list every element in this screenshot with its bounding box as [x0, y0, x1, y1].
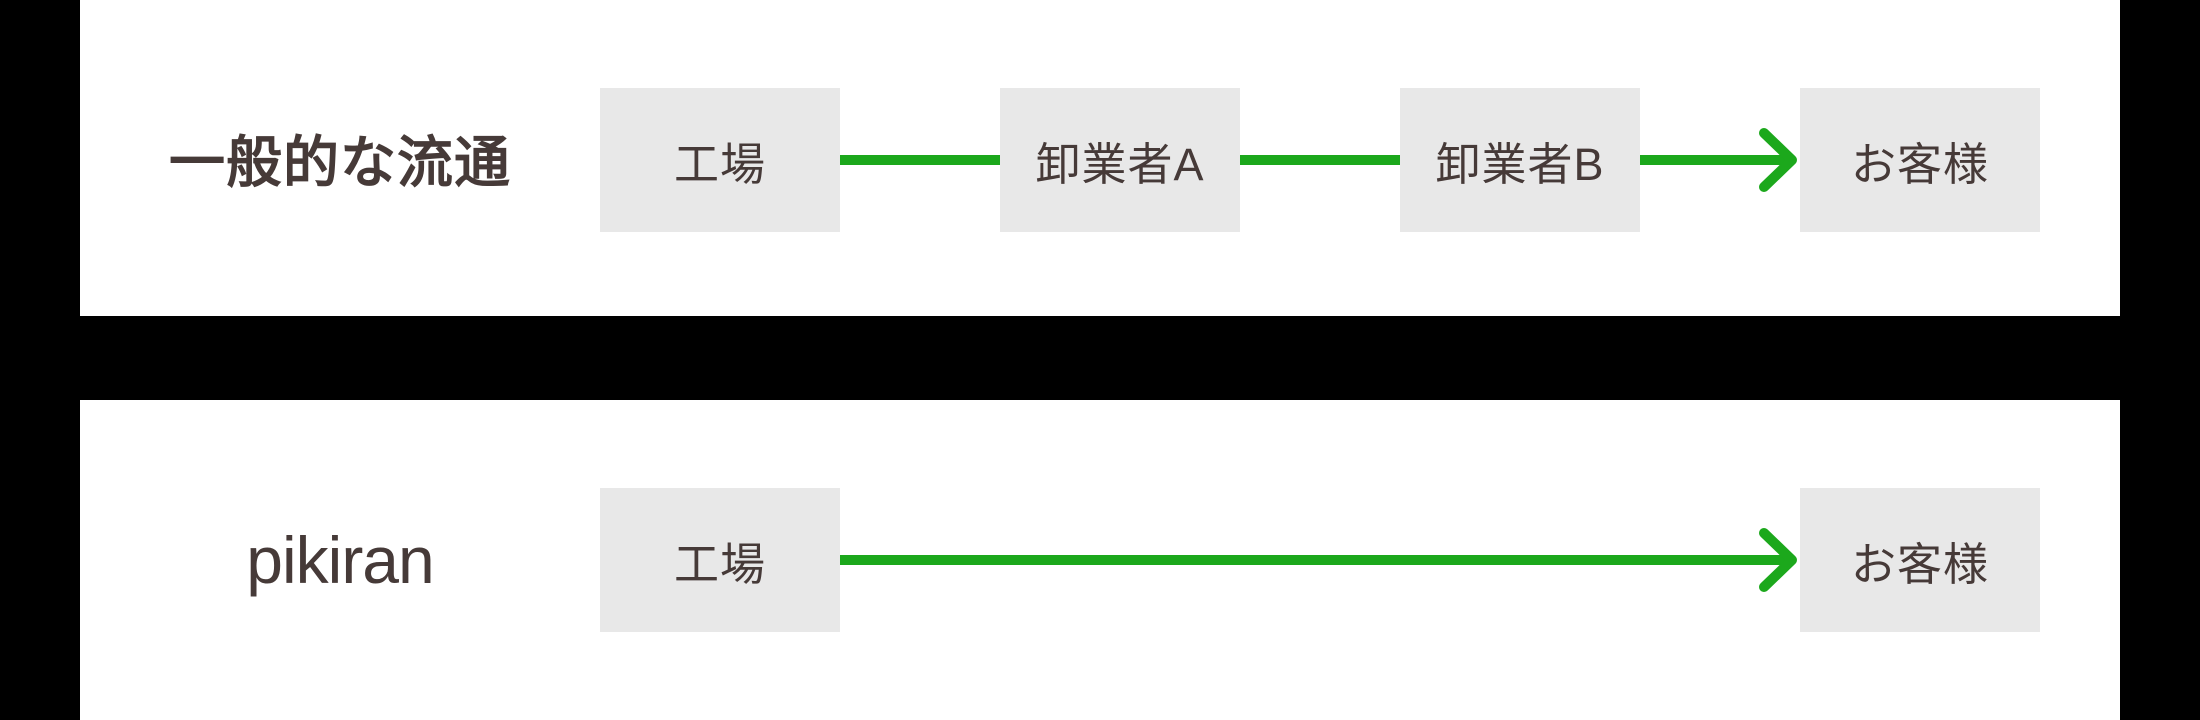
- divider-band: [0, 316, 2200, 400]
- row-label-pikiran: pikiran: [246, 523, 434, 597]
- connector-factory-to-customer: [840, 555, 1785, 565]
- node-customer-row1: お客様: [1800, 88, 2040, 232]
- node-factory-row2: 工場: [600, 488, 840, 632]
- arrow-head-icon: [1759, 128, 1797, 192]
- connector-wholesaler-b-to-customer: [1640, 155, 1785, 165]
- node-factory-row1: 工場: [600, 88, 840, 232]
- connector-wholesaler-a-to-b: [1240, 155, 1400, 165]
- node-customer-row2: お客様: [1800, 488, 2040, 632]
- node-wholesaler-b: 卸業者B: [1400, 88, 1640, 232]
- row-label-general-distribution: 一般的な流通: [169, 130, 511, 194]
- connector-factory-to-wholesaler-a: [840, 155, 1000, 165]
- arrow-head-icon: [1759, 528, 1797, 592]
- node-wholesaler-a: 卸業者A: [1000, 88, 1240, 232]
